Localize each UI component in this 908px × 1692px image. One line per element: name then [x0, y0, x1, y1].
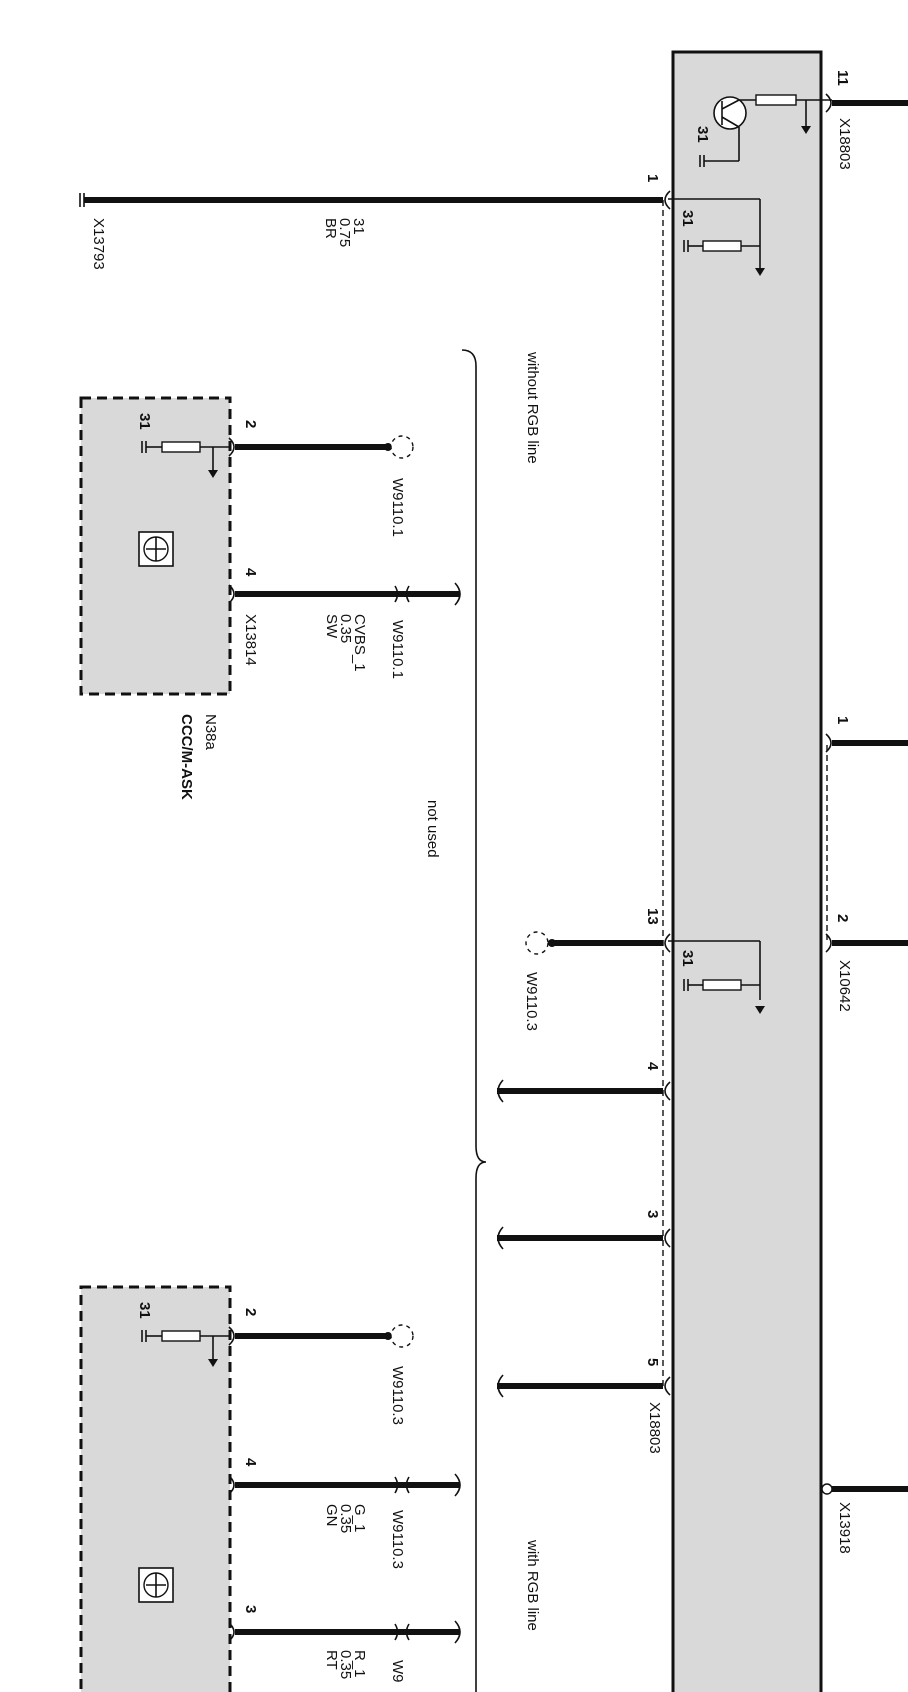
pin13-pulldown-symbol: [668, 940, 765, 1014]
pin-1-x10642: 1: [834, 716, 851, 724]
splice-label-w9110-3-pin13: W9110.3: [523, 972, 540, 1031]
component-name: CCC/M-ASK: [178, 714, 195, 800]
variant-with-rgb: with RGB line: [524, 1539, 541, 1631]
green-gauge: 0.35: [337, 1504, 354, 1533]
connector-x13793: X13793: [90, 218, 107, 270]
control-unit-box: [671, 50, 823, 1692]
splice-w9110-3-a: [390, 1324, 414, 1348]
lower-module-box: [79, 1285, 232, 1692]
variant-brace: [461, 349, 487, 1692]
lower-ground-resistor: [141, 1330, 230, 1367]
pin-2-x10642: 2: [834, 914, 851, 922]
n38a-ground-resistor: [141, 441, 230, 478]
red-signal: R_1: [351, 1650, 368, 1678]
pin-1-main: 1: [644, 174, 661, 182]
splice-w9110-1-a: [390, 435, 414, 459]
splice-label-w9110-1-b: W9110.1: [389, 620, 406, 679]
pin-4-lower: 4: [242, 1458, 259, 1467]
red-gauge: 0.35: [337, 1650, 354, 1679]
connector-x13814: X13814: [242, 614, 259, 666]
splice-label-w9110-3-green: W9110.3: [389, 1510, 406, 1569]
connector-x10642: X10642: [836, 960, 853, 1012]
pin-3-main: 3: [644, 1210, 661, 1218]
pin-13: 13: [644, 908, 661, 925]
variant-not-used: not used: [424, 800, 441, 858]
transistor-output-symbol: [699, 94, 832, 167]
ground-wire-color: BR: [322, 218, 339, 239]
splice-label-w9-partial: W9: [389, 1660, 406, 1683]
cvbs-color: SW: [323, 614, 340, 639]
splice-w9110-3-pin13: [525, 931, 549, 955]
connector-x18803-top: X18803: [836, 118, 853, 170]
lower-video-icon: [138, 1567, 174, 1603]
pin1-pulldown-symbol: [668, 198, 765, 276]
pin-3-lower: 3: [242, 1605, 259, 1613]
pin-11: 11: [834, 70, 851, 86]
ground-wire-signal: 31: [350, 218, 367, 235]
splice-label-w9110-1-a: W9110.1: [389, 478, 406, 537]
ground-label-transistor: 31: [694, 126, 711, 143]
ground-label-lower: 31: [136, 1302, 153, 1319]
ground-label-pin1: 31: [679, 210, 696, 227]
pin-5-main: 5: [644, 1358, 661, 1366]
variant-without-rgb: without RGB line: [524, 351, 541, 464]
green-signal: G_1: [351, 1504, 368, 1532]
pin-2-lower: 2: [242, 1308, 259, 1316]
red-color: RT: [323, 1650, 340, 1670]
connector-x13918: X13918: [836, 1502, 853, 1554]
n38a-video-icon: [138, 531, 174, 567]
component-id: N38a: [202, 714, 219, 751]
ground-wire-gauge: 0.75: [336, 218, 353, 247]
pin-4-n38a: 4: [242, 568, 259, 577]
ground-label-pin13: 31: [679, 950, 696, 967]
cvbs-gauge: 0.35: [337, 614, 354, 643]
splice-label-w9110-3-lower: W9110.3: [389, 1366, 406, 1425]
ground-label-n38a: 31: [136, 413, 153, 430]
pin-2-n38a: 2: [242, 420, 259, 428]
cvbs-signal: CVBS_1: [351, 614, 368, 672]
green-color: GN: [323, 1504, 340, 1527]
pin-4-main: 4: [644, 1062, 661, 1071]
connector-x18803-bottom: X18803: [646, 1402, 663, 1454]
